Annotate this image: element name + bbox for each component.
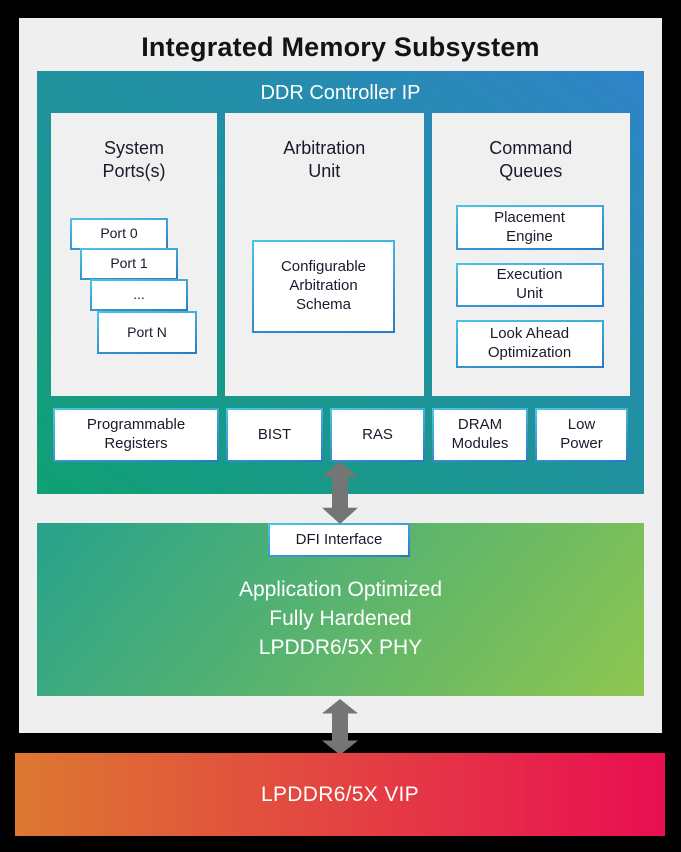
ddr-controller-title: DDR Controller IP: [260, 82, 421, 104]
bist-box: BIST: [226, 408, 323, 462]
placement-engine-box: Placement Engine: [456, 205, 604, 250]
system-ports-title: System Ports(s): [102, 138, 166, 182]
command-queues-column: Command Queues Placement Engine Executio…: [431, 113, 630, 396]
double-arrow-phy-vip-icon: [322, 699, 358, 755]
low-power-box: Low Power: [535, 408, 628, 462]
controller-columns: System Ports(s) Port 0 Port 1 ... Port N…: [51, 113, 630, 396]
lpddr-phy-block: DFI Interface Application Optimized Full…: [37, 523, 644, 696]
port-n-box: Port N: [97, 311, 197, 354]
diagram-title: Integrated Memory Subsystem: [141, 32, 540, 62]
arbitration-unit-title: Arbitration Unit: [283, 138, 366, 182]
port-1-box: Port 1: [80, 248, 178, 280]
lpddr-vip-bar: LPDDR6/5X VIP: [15, 753, 665, 836]
memory-subsystem-panel: Integrated Memory Subsystem DDR Controll…: [19, 18, 662, 733]
port-0-box: Port 0: [70, 218, 168, 250]
execution-unit-box: Execution Unit: [456, 263, 604, 307]
ddr-controller-block: DDR Controller IP System Ports(s) Port 0…: [37, 71, 644, 494]
port-ellipsis-box: ...: [90, 279, 188, 311]
look-ahead-optimization-box: Look Ahead Optimization: [456, 320, 604, 368]
programmable-registers-box: Programmable Registers: [53, 408, 219, 462]
controller-bottom-row: Programmable Registers BIST RAS DRAM Mod…: [53, 408, 628, 462]
phy-label: Application Optimized Fully Hardened LPD…: [238, 578, 443, 659]
ras-box: RAS: [330, 408, 425, 462]
dfi-interface-box: DFI Interface: [268, 523, 410, 557]
configurable-arbitration-schema-box: Configurable Arbitration Schema: [252, 240, 395, 333]
double-arrow-controller-phy-icon: [322, 461, 358, 524]
system-ports-column: System Ports(s) Port 0 Port 1 ... Port N: [51, 113, 217, 396]
dram-modules-box: DRAM Modules: [432, 408, 528, 462]
command-queues-title: Command Queues: [489, 138, 573, 182]
arbitration-unit-column: Arbitration Unit Configurable Arbitratio…: [225, 113, 424, 396]
